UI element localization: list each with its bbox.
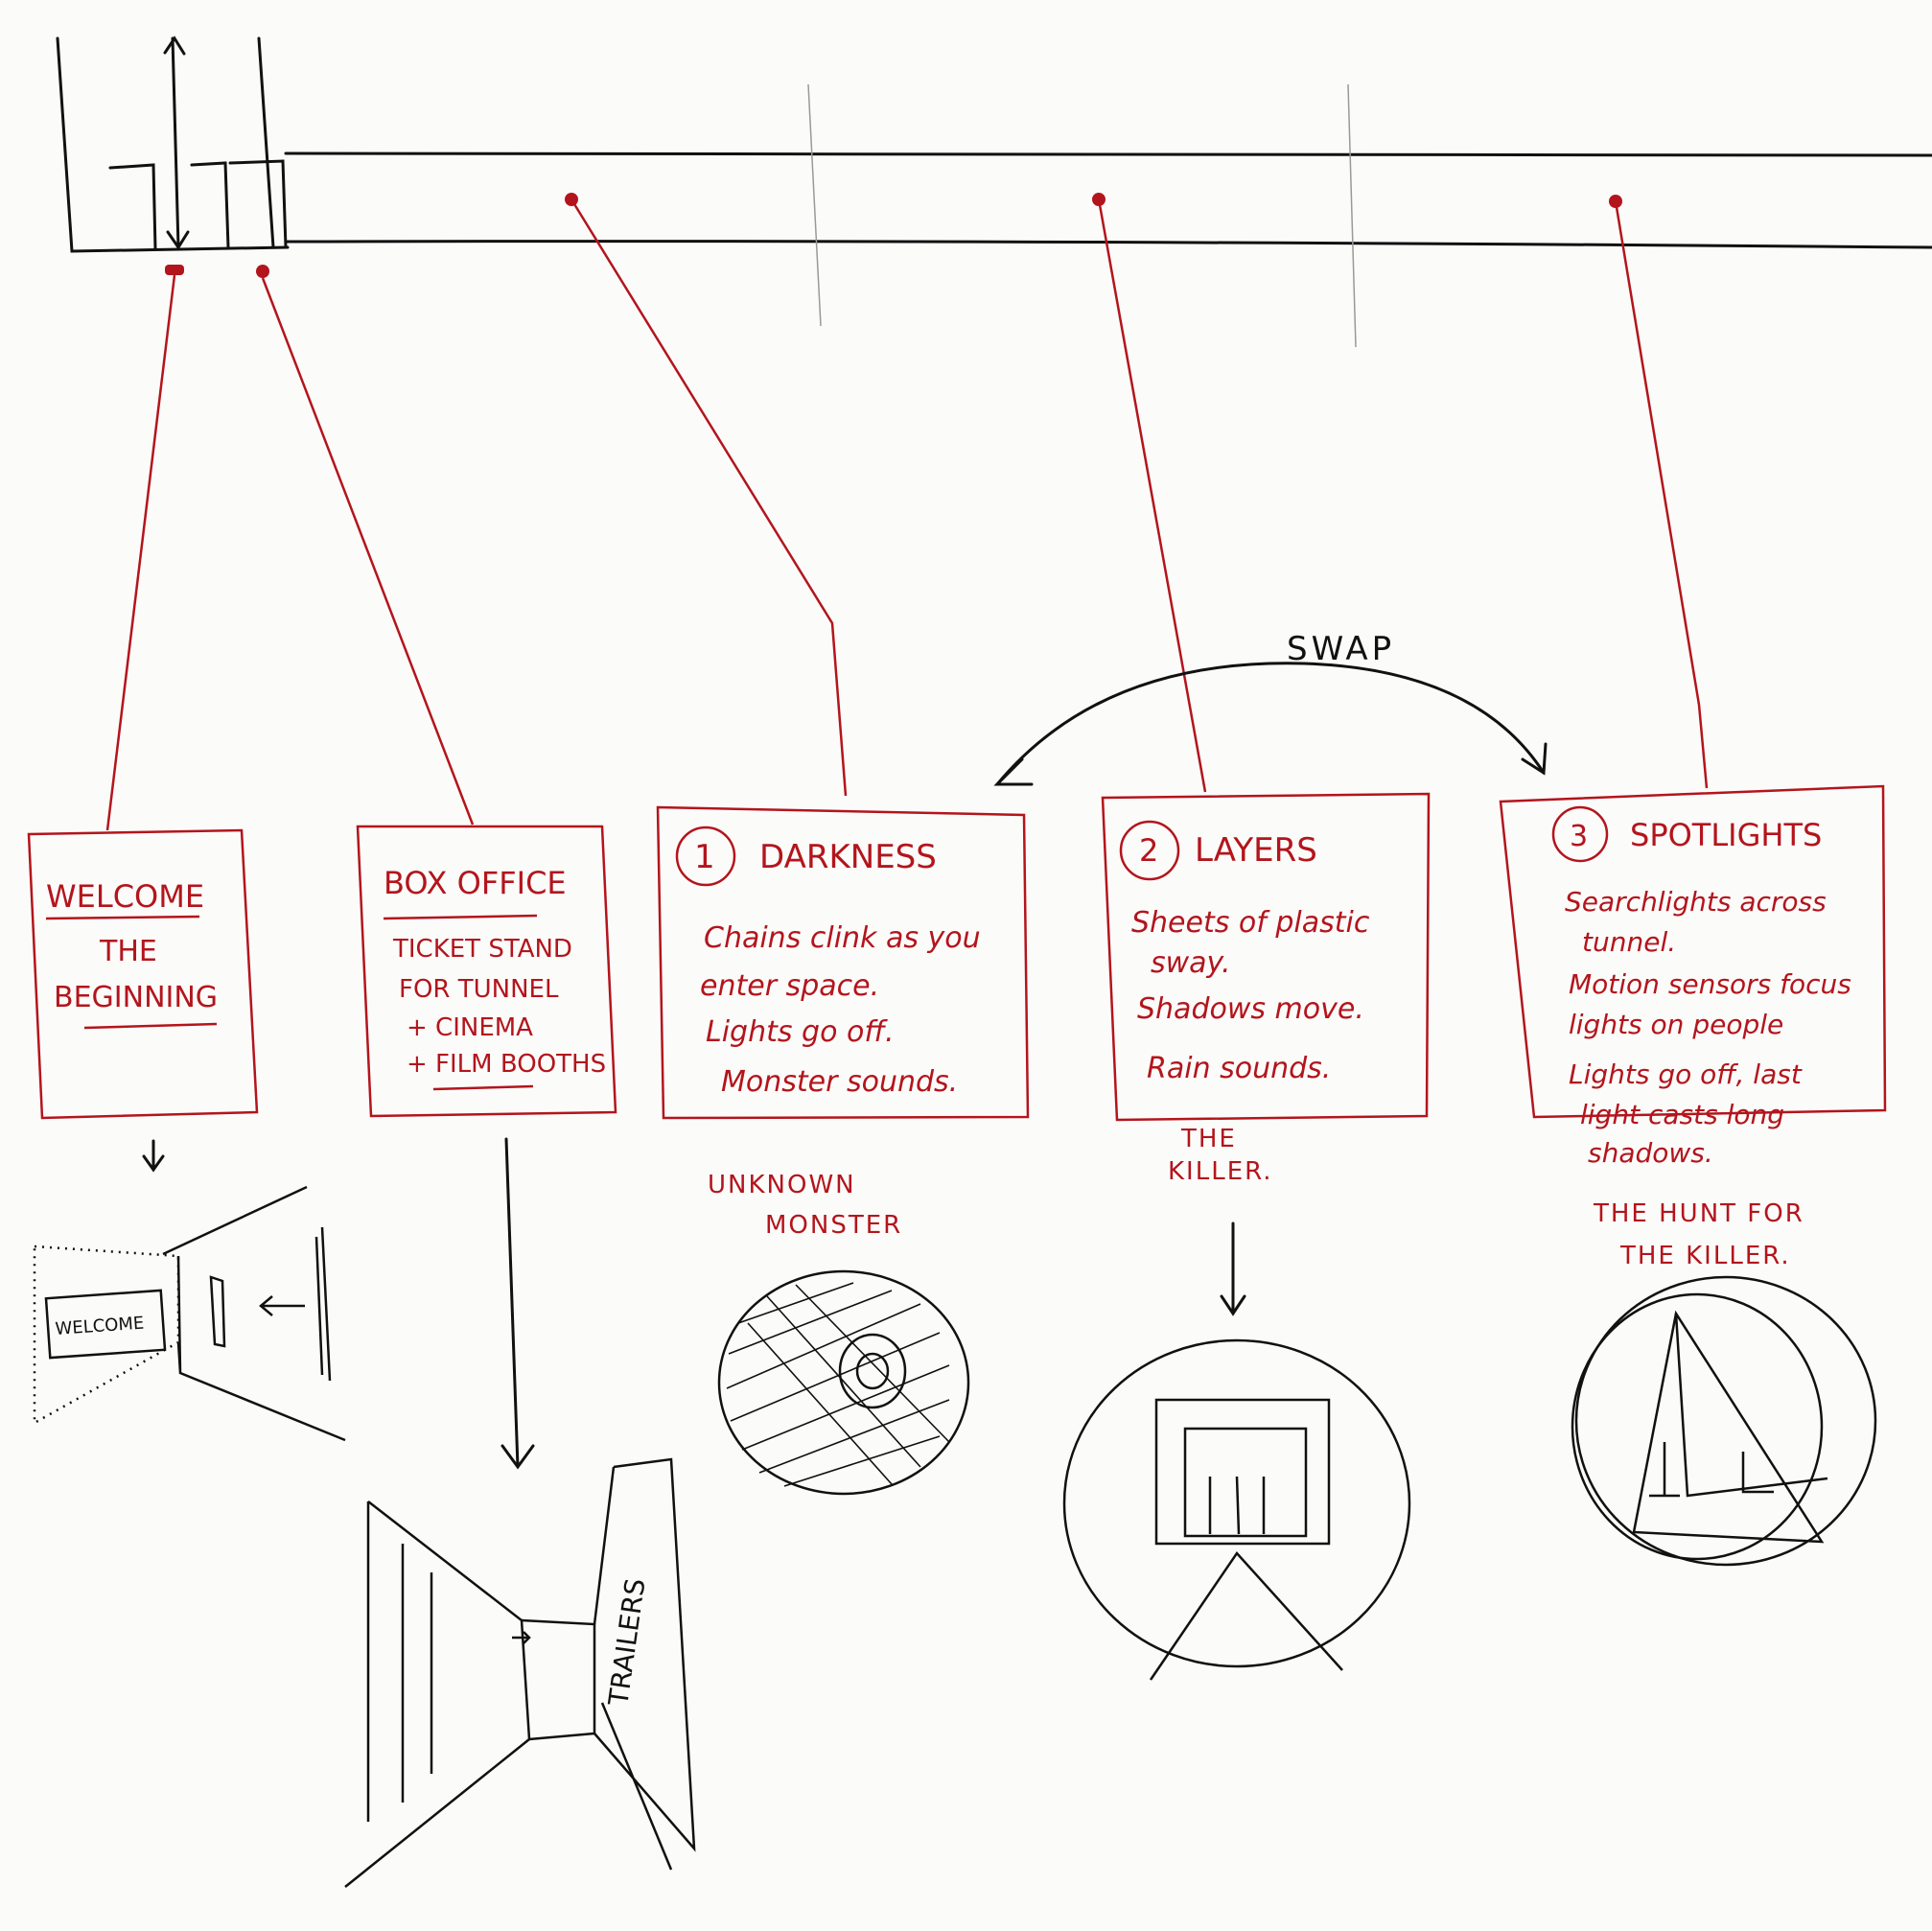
entrance-arrow-head-up [165,38,184,54]
welcome-corridor-sketch [35,1187,345,1440]
layers-tunnel-sketch [1064,1340,1409,1680]
entrance-arrow-shaft [173,38,178,247]
box-office-down-arrow [502,1139,533,1467]
spotlights-caption-1: THE HUNT FOR [1593,1199,1804,1228]
spotlights-line-3: Motion sensors focus [1569,968,1851,1000]
leader-box-office [263,278,473,825]
layers-line-3: Shadows move. [1137,992,1364,1026]
darkness-line-2: enter space. [700,969,879,1003]
swap-arrow [997,663,1546,784]
booth-outline-3 [230,161,286,247]
layers-sheet-2 [1185,1429,1306,1536]
tunnel-top-wall [286,153,1932,155]
spotlights-light-beam [1634,1314,1822,1542]
darkness-line-3: Lights go off. [706,1015,895,1049]
box-office-last-underline [433,1086,533,1089]
trailers-shelving [368,1501,431,1822]
trailers-end-door [522,1620,594,1739]
layers-floor-lines [1151,1553,1342,1680]
leader-layers [1099,199,1205,792]
layers-sheet-1 [1156,1400,1329,1544]
layers-down-arrow [1222,1223,1245,1314]
layers-title: LAYERS [1195,831,1317,870]
spotlights-tunnel-inner [1572,1294,1822,1559]
welcome-door [211,1277,224,1346]
welcome-down-arrow [144,1141,163,1170]
spotlights-line-7: shadows. [1588,1137,1713,1169]
spotlights-line-1: Searchlights across [1565,886,1827,918]
box-office-line-4: + FILM BOOTHS [407,1050,606,1079]
trailers-left-wall [345,1501,529,1887]
tunnel-zone-dividers [808,84,1356,347]
layers-figures [1210,1477,1264,1534]
darkness-line-1: Chains clink as you [704,921,981,955]
booth-outline-1 [110,165,155,249]
box-office-line-2: FOR TUNNEL [399,975,559,1004]
welcome-sketch-sign-text: WELCOME [55,1314,145,1339]
booth-outline-2 [192,163,228,247]
spotlights-line-4: lights on people [1569,1009,1783,1040]
spotlights-line-2: tunnel. [1582,926,1676,958]
trailers-direction-arrow [512,1632,529,1643]
entrance-block-divider [259,38,273,247]
leader-darkness [571,199,846,796]
pin-welcome [165,265,184,275]
box-office-line-3: + CINEMA [407,1013,533,1042]
layers-line-2: sway. [1151,946,1231,980]
darkness-tunnel-sketch [719,1271,968,1494]
welcome-line-1: THE [99,935,157,968]
darkness-title: DARKNESS [759,838,937,876]
darkness-caption-2: MONSTER [765,1211,902,1240]
welcome-corridor-lines [163,1187,345,1440]
tunnel-plan [58,38,1932,251]
welcome-title-underline [46,917,199,919]
trailers-sketch-label: TRAILERS [602,1576,651,1709]
zone-pins [165,193,1622,278]
leader-spotlights [1616,201,1707,788]
welcome-direction-arrow [261,1296,305,1315]
layers-line-1: Sheets of plastic [1131,906,1370,940]
tunnel-bottom-wall [286,242,1932,247]
spotlights-beam-edge [1676,1314,1827,1496]
darkness-caption-1: UNKNOWN [708,1171,856,1199]
layers-number: 2 [1139,832,1158,869]
darkness-scribble-shading [727,1283,949,1486]
welcome-title: WELCOME [46,878,204,915]
spotlights-line-6: light casts long [1580,1099,1784,1130]
spotlights-figure-1 [1649,1442,1680,1496]
card-welcome [29,830,257,1118]
layers-line-4: Rain sounds. [1147,1052,1331,1085]
welcome-subtitle-underline [84,1024,217,1028]
box-office-title: BOX OFFICE [384,865,567,901]
spotlights-caption-2: THE KILLER. [1619,1242,1791,1270]
spotlights-tunnel-sketch [1572,1277,1875,1565]
leader-welcome [107,275,175,830]
down-arrows [144,1139,1245,1467]
leader-lines [107,199,1707,830]
layers-caption-1: THE [1180,1125,1237,1153]
layers-caption-2: KILLER. [1168,1157,1273,1186]
trailers-corridor-sketch [345,1459,694,1887]
welcome-side-panel [316,1227,330,1381]
pin-box-office [256,265,269,278]
box-office-line-1: TICKET STAND [392,935,572,964]
darkness-number: 1 [694,838,715,876]
swap-label: SWAP [1287,630,1395,668]
darkness-tunnel-core [857,1354,888,1388]
spotlights-title: SPOTLIGHTS [1630,817,1822,853]
darkness-line-4: Monster sounds. [721,1065,958,1099]
spotlights-line-5: Lights go off, last [1569,1059,1803,1090]
box-office-title-underline [384,916,537,919]
welcome-line-2: BEGINNING [54,981,218,1014]
spotlights-number: 3 [1570,820,1588,853]
